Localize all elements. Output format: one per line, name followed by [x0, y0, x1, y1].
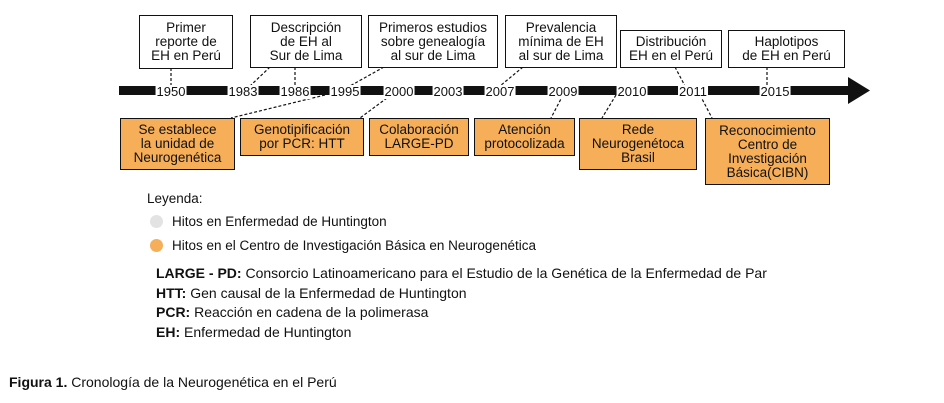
year-label: 2003 [432, 84, 464, 99]
milestone-box-atencion: Atención protocolizada [474, 118, 575, 156]
legend-item-neurogenetica: Hitos en el Centro de Investigación Bási… [150, 238, 536, 253]
caption-label: Figura 1. [9, 374, 68, 390]
abbreviation-pcr: PCR: Reacción en cadena de la polimerasa [156, 304, 428, 320]
year-label: 1983 [227, 84, 259, 99]
year-label: 1995 [329, 84, 361, 99]
year-label: 2015 [759, 84, 791, 99]
year-label: 2007 [484, 84, 516, 99]
milestone-box-primeros-estudios: Primeros estudios sobre genealogía al su… [368, 15, 498, 68]
abbreviation-htt: HTT: Gen causal de la Enfermedad de Hunt… [156, 285, 467, 301]
abbreviation-eh: EH: Enfermedad de Huntington [156, 324, 351, 340]
abbreviation-term: HTT: [156, 285, 187, 301]
abbreviation-term: PCR: [156, 304, 191, 320]
abbreviation-definition: Enfermedad de Huntington [180, 324, 352, 340]
legend-title: Leyenda: [147, 191, 203, 206]
legend-dot-gray-icon [150, 215, 163, 228]
timeline-arrowhead [848, 77, 870, 104]
milestone-box-descripcion: Descripción de EH al Sur de Lima [250, 15, 362, 68]
legend-label: Hitos en el Centro de Investigación Bási… [172, 238, 536, 253]
abbreviation-term: EH: [156, 324, 181, 340]
legend-item-huntington: Hitos en Enfermedad de Huntington [150, 214, 387, 229]
abbreviation-definition: Consorcio Latinoamericano para el Estudi… [241, 265, 767, 281]
year-label: 1986 [279, 84, 311, 99]
milestone-box-colaboracion: Colaboración LARGE-PD [369, 118, 469, 156]
year-label: 2009 [547, 84, 579, 99]
abbreviation-definition: Reacción en cadena de la polimerasa [190, 304, 429, 320]
milestone-box-genotipificacion: Genotipificación por PCR: HTT [240, 118, 364, 156]
connector-top-5 [674, 66, 686, 87]
milestone-box-primer-reporte: Primer reporte de EH en Perú [139, 15, 233, 69]
milestone-box-rede-brasil: Rede Neurogenétoca Brasil [579, 118, 697, 170]
abbreviation-large-pd: LARGE - PD: Consorcio Latinoamericano pa… [156, 265, 767, 281]
connector-top-2a [249, 66, 271, 87]
year-label: 1950 [155, 84, 187, 99]
connector-top-3 [349, 66, 385, 87]
milestone-box-unidad-neurogenetica: Se establece la unidad de Neurogenética [120, 118, 235, 170]
year-label: 2011 [678, 84, 708, 99]
milestone-box-prevalencia: Prevalencia mínima de EH al sur de Lima [505, 15, 617, 68]
legend-dot-orange-icon [150, 239, 163, 252]
legend-label: Hitos en Enfermedad de Huntington [172, 214, 387, 229]
year-label: 2010 [616, 84, 648, 99]
abbreviation-term: LARGE - PD: [156, 265, 242, 281]
connector-bot-4 [550, 94, 564, 119]
figure-caption: Figura 1. Cronología de la Neurogenética… [9, 374, 337, 390]
connector-bot-5 [601, 94, 617, 119]
milestone-box-haplotipos: Haplotipos de EH en Perú [728, 30, 845, 68]
milestone-box-reconocimiento: Reconocimiento Centro de Investigación B… [705, 118, 830, 185]
year-label: 2000 [383, 84, 415, 99]
milestone-box-distribucion: Distribución EH en el Perú [620, 30, 722, 68]
caption-text: Cronología de la Neurogenética en el Per… [67, 374, 337, 390]
connector-bot-6 [699, 94, 713, 119]
abbreviation-definition: Gen causal de la Enfermedad de Huntingto… [186, 285, 467, 301]
